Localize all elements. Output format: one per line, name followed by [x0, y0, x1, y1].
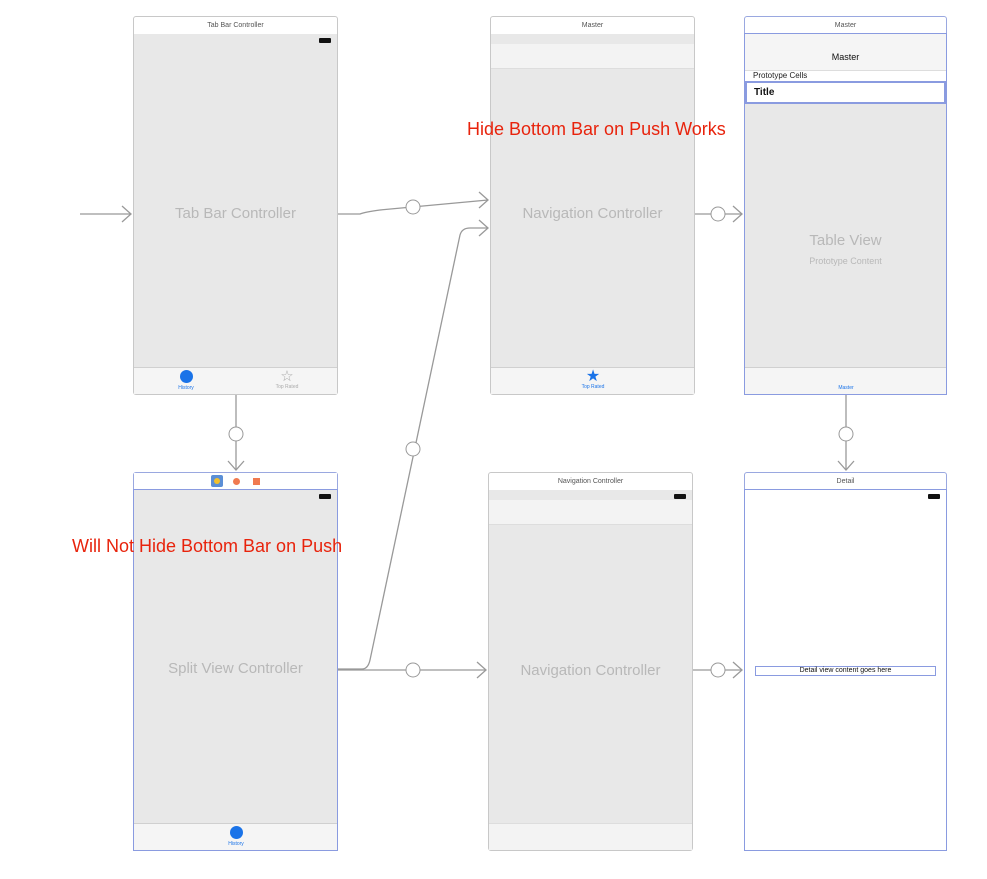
- scene-label: Table View: [809, 232, 882, 249]
- star-icon: ★: [585, 368, 601, 385]
- tab-top-rated[interactable]: ☆Top Rated: [257, 368, 317, 390]
- tab-bar-controller-scene[interactable]: Tab Bar Controller Tab Bar Controller Hi…: [133, 16, 338, 395]
- scene-title: Tab Bar Controller: [134, 17, 337, 35]
- clock-icon: [229, 826, 243, 839]
- split-view-controller-scene[interactable]: Split View Controller History: [133, 472, 338, 851]
- scene-title: Navigation Controller: [489, 473, 692, 491]
- tab-label: History: [178, 385, 194, 391]
- section-header: Prototype Cells: [745, 71, 946, 81]
- battery-icon: [319, 38, 331, 43]
- tab-bar: History ☆Top Rated: [134, 367, 337, 394]
- tab-history[interactable]: History: [206, 826, 266, 847]
- battery-icon: [928, 494, 940, 499]
- detail-navigation-controller-scene[interactable]: Navigation Controller Navigation Control…: [488, 472, 693, 851]
- clock-icon: [179, 370, 193, 383]
- battery-icon: [674, 494, 686, 499]
- detail-scene[interactable]: Detail Detail view content goes here: [744, 472, 947, 851]
- tab-top-rated[interactable]: ★Top Rated: [563, 368, 623, 391]
- tab-history[interactable]: History: [156, 370, 216, 391]
- navigation-bar: [489, 500, 692, 525]
- battery-icon: [319, 494, 331, 499]
- tab-label: Top Rated: [581, 384, 605, 390]
- first-responder-icon[interactable]: [233, 478, 240, 485]
- master-navigation-controller-scene[interactable]: Master Navigation Controller ★Top Rated: [490, 16, 695, 395]
- tab-label: History: [228, 841, 244, 847]
- scene-label: Split View Controller: [168, 660, 303, 677]
- scene-title: Master: [745, 17, 946, 35]
- scene-label: Navigation Controller: [522, 205, 663, 222]
- navigation-bar: [491, 44, 694, 69]
- scene-title: Detail: [745, 473, 946, 491]
- scene-label: Tab Bar Controller: [175, 205, 296, 222]
- scene-title: Master: [491, 17, 694, 35]
- scene-label: Navigation Controller: [520, 662, 661, 679]
- view-controller-icon[interactable]: [211, 475, 223, 487]
- prototype-cell[interactable]: Title: [745, 81, 946, 104]
- toolbar-label: Master: [838, 385, 854, 391]
- detail-label: Detail view content goes here: [755, 666, 936, 676]
- star-icon: ☆: [280, 368, 294, 385]
- scene-sublabel: Prototype Content: [809, 256, 882, 266]
- nav-title: Master: [745, 34, 946, 71]
- annotation-top: Hide Bottom Bar on Push Works: [467, 119, 726, 139]
- scene-dock: [134, 473, 337, 491]
- segue-tab-to-nav: [337, 199, 489, 215]
- master-table-scene[interactable]: Master Master Prototype Cells Title Tabl…: [744, 16, 947, 395]
- tab-label: Top Rated: [275, 384, 299, 390]
- exit-icon[interactable]: [253, 478, 260, 485]
- annotation-bottom: Will Not Hide Bottom Bar on Push: [72, 536, 343, 556]
